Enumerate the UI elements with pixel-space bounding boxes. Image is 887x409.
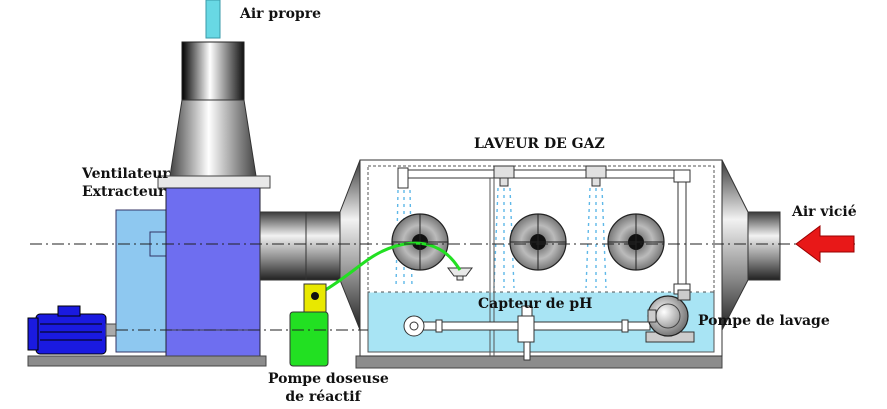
inlet-duct [747, 211, 781, 281]
reagent-line [321, 241, 462, 294]
fan-label-line1: Ventilateur [82, 166, 170, 182]
red-arrow-left-icon [795, 225, 855, 263]
scrubber-left-cone [339, 159, 361, 331]
stack-top [181, 41, 245, 101]
clean-air-duct [205, 0, 221, 39]
centrifugal-pump-icon [645, 289, 695, 343]
ph-sensor-label: Capteur de pH [478, 296, 593, 312]
connecting-duct [259, 211, 343, 281]
scrubber-right-cone [721, 159, 749, 331]
fan-body [165, 187, 261, 357]
clean-air-label: Air propre [240, 6, 322, 22]
fan-housing [115, 209, 167, 353]
motor-body [35, 313, 107, 355]
stack-cone [169, 99, 257, 177]
scrubber-title: LAVEUR DE GAZ [474, 136, 605, 152]
packing-disc-icon [391, 213, 665, 271]
stack-flange [157, 175, 271, 189]
spray-header [401, 169, 687, 179]
ph-probe-icon [517, 305, 535, 361]
dosing-pump-icon [289, 283, 329, 367]
wash-pump-label: Pompe de lavage [698, 313, 830, 329]
fan-base [27, 355, 267, 367]
spray-nozzle-icon [493, 165, 607, 187]
scrubber-base [355, 355, 723, 369]
dirty-air-label: Air vicié [792, 204, 857, 220]
fan-label-line2: Extracteur [82, 184, 166, 200]
dosing-pump-label-line2: de réactif [285, 389, 361, 405]
riser-pipe [677, 169, 687, 295]
reagent-funnel [447, 267, 473, 281]
dosing-pump-label-line1: Pompe doseuse [268, 371, 389, 387]
